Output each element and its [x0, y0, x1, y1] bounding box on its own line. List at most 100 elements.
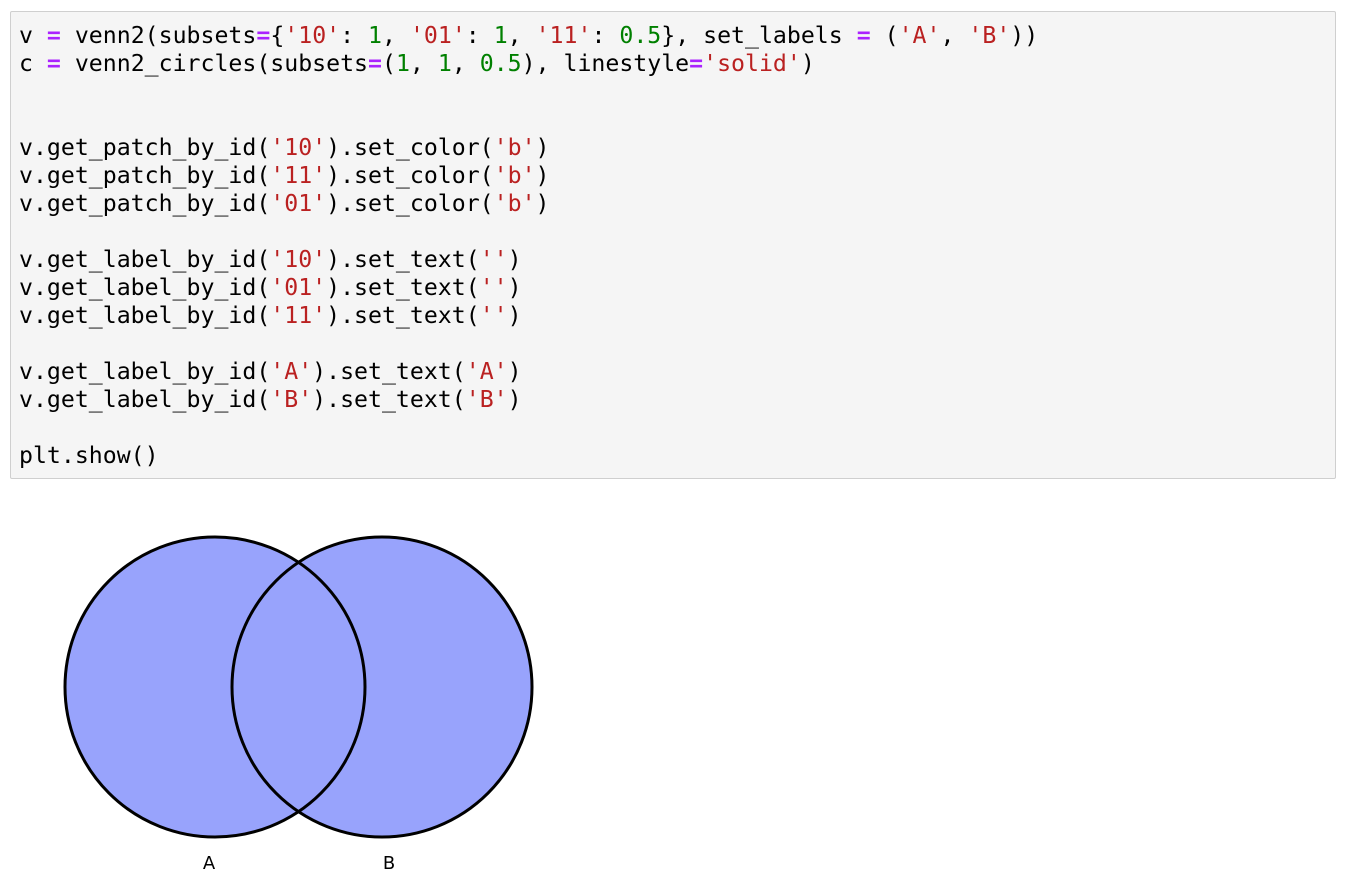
code-token: , [940, 22, 969, 49]
code-token: , [382, 22, 410, 49]
code-token: = [856, 22, 871, 49]
code-token: 'b' [493, 134, 536, 161]
code-token: v [19, 22, 47, 49]
code-line: c = venn2_circles(subsets=(1, 1, 0.5), l… [19, 50, 1038, 78]
output-cell: A B [0, 500, 620, 890]
code-token: '' [479, 302, 508, 329]
code-token: ( [381, 50, 396, 77]
code-token: v.get_label_by_id( [19, 302, 271, 329]
code-token: '11' [535, 22, 592, 49]
code-token: 'A' [898, 22, 941, 49]
code-line [19, 414, 1038, 442]
code-token: '10' [270, 246, 327, 273]
code-line: v.get_patch_by_id('01').set_color('b') [19, 190, 1038, 218]
code-token: : [591, 22, 620, 49]
venn-circle-b-outline [230, 535, 534, 839]
code-token: = [689, 50, 704, 77]
code-token: 'b' [493, 162, 536, 189]
code-token: : [340, 22, 369, 49]
code-line [19, 218, 1038, 246]
code-token: plt.show() [19, 442, 159, 469]
code-token: '' [479, 274, 508, 301]
code-token: ) [507, 246, 522, 273]
code-token: c [19, 50, 47, 77]
code-token: 0.5 [479, 50, 522, 77]
code-token: ) [535, 162, 550, 189]
code-token: '10' [270, 134, 327, 161]
venn-region-intersection [232, 562, 366, 812]
code-token: , [409, 50, 438, 77]
code-token: ).set_color( [326, 190, 494, 217]
code-line [19, 78, 1038, 106]
code-token: ) [535, 134, 550, 161]
venn-region-a-only [65, 537, 299, 837]
code-line: v.get_label_by_id('A').set_text('A') [19, 358, 1038, 386]
code-token: venn2_circles(subsets [60, 50, 369, 77]
code-editor[interactable]: v = venn2(subsets={'10': 1, '01': 1, '11… [19, 22, 1038, 470]
code-token: = [46, 50, 61, 77]
code-token: ) [800, 50, 815, 77]
set-label-b: B [383, 853, 395, 874]
code-token: ).set_text( [326, 274, 480, 301]
venn-diagram: A B [63, 535, 534, 874]
code-token: v.get_label_by_id( [19, 386, 271, 413]
code-token: 'b' [493, 190, 536, 217]
code-token: ) [507, 358, 522, 385]
code-token: { [270, 22, 285, 49]
code-token: v.get_label_by_id( [19, 358, 271, 385]
code-token: v.get_label_by_id( [19, 274, 271, 301]
code-token: v.get_label_by_id( [19, 246, 271, 273]
code-token: 'B' [465, 386, 508, 413]
code-token: ), linestyle [521, 50, 690, 77]
code-token: ) [507, 274, 522, 301]
code-token: v.get_patch_by_id( [19, 162, 271, 189]
code-token: = [256, 22, 271, 49]
code-input-cell[interactable]: v = venn2(subsets={'10': 1, '01': 1, '11… [10, 11, 1336, 479]
code-token: '01' [270, 190, 327, 217]
code-line: v.get_patch_by_id('11').set_color('b') [19, 162, 1038, 190]
code-line: v.get_label_by_id('B').set_text('B') [19, 386, 1038, 414]
code-token: '01' [270, 274, 327, 301]
code-line: v.get_label_by_id('10').set_text('') [19, 246, 1038, 274]
code-token: 'solid' [703, 50, 801, 77]
code-token: ) [507, 302, 522, 329]
code-token: : [465, 22, 494, 49]
code-token: = [368, 50, 382, 77]
code-token: ).set_text( [312, 386, 466, 413]
code-token: ).set_color( [326, 162, 494, 189]
code-token: '' [479, 246, 508, 273]
code-token: }, set_labels [661, 22, 857, 49]
code-token: 0.5 [619, 22, 662, 49]
code-token: 1 [368, 22, 383, 49]
code-line [19, 330, 1038, 358]
code-line: plt.show() [19, 442, 1038, 470]
code-token: , [507, 22, 536, 49]
code-token: = [46, 22, 61, 49]
code-token: v.get_patch_by_id( [19, 190, 271, 217]
code-token: ).set_text( [326, 246, 480, 273]
code-line: v.get_patch_by_id('10').set_color('b') [19, 134, 1038, 162]
code-line: v = venn2(subsets={'10': 1, '01': 1, '11… [19, 22, 1038, 50]
code-token: 'A' [465, 358, 508, 385]
code-token: v.get_patch_by_id( [19, 134, 271, 161]
code-token: ( [870, 22, 899, 49]
code-token: '11' [270, 302, 327, 329]
code-line: v.get_label_by_id('11').set_text('') [19, 302, 1038, 330]
venn-circle-a-outline [63, 535, 367, 839]
code-token: ) [535, 190, 550, 217]
code-token: 'B' [968, 22, 1011, 49]
set-label-a: A [203, 853, 216, 874]
code-token: '11' [270, 162, 327, 189]
code-token: 'A' [270, 358, 313, 385]
code-token: ) [507, 386, 522, 413]
code-token: ).set_color( [326, 134, 494, 161]
code-token: '01' [409, 22, 466, 49]
code-token: ).set_text( [312, 358, 466, 385]
code-token: , [451, 50, 480, 77]
code-token: )) [1010, 22, 1039, 49]
code-token: 'B' [270, 386, 313, 413]
code-token: '10' [284, 22, 341, 49]
code-token: 1 [395, 50, 410, 77]
code-line [19, 106, 1038, 134]
code-token: 1 [437, 50, 452, 77]
